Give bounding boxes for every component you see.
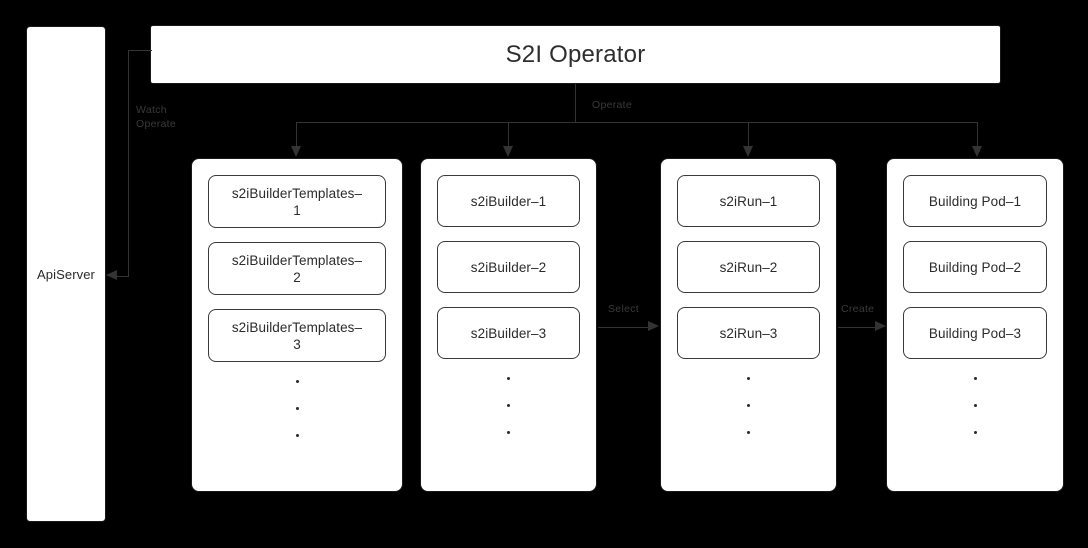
ellipsis-dot <box>973 431 977 434</box>
list-item[interactable]: s2iRun–3 <box>677 307 820 359</box>
node-apiserver[interactable]: ApiServer <box>26 26 106 522</box>
ellipsis-pods <box>903 377 1047 434</box>
item-label: s2iRun–2 <box>719 259 778 275</box>
column-s2irun[interactable]: s2iRun–1 s2iRun–2 s2iRun–3 <box>660 158 837 492</box>
item-label: s2iBuilderTemplates–3 <box>231 319 363 352</box>
ellipsis-dot <box>507 404 510 407</box>
edge-label-watch-operate: Watch Operate <box>136 103 176 131</box>
ellipsis-dot <box>747 404 750 407</box>
edge-select-line <box>598 327 649 328</box>
arrowhead-to-templates-column <box>291 146 301 157</box>
ellipsis-dot <box>973 377 977 380</box>
arrowhead-to-pods-column <box>972 146 982 157</box>
item-label: s2iBuilder–2 <box>470 259 547 275</box>
edge-label-watch: Watch <box>136 104 167 116</box>
arrowhead-select <box>648 321 659 331</box>
ellipsis-builders <box>437 377 580 434</box>
list-item[interactable]: s2iRun–1 <box>677 175 820 227</box>
column-items-pods: Building Pod–1 Building Pod–2 Building P… <box>903 175 1047 359</box>
edge-watch-operate-top-segment <box>128 50 152 51</box>
edge-operate-branch-1 <box>296 122 297 147</box>
item-label: s2iBuilder–3 <box>470 325 547 341</box>
column-items-runs: s2iRun–1 s2iRun–2 s2iRun–3 <box>677 175 820 359</box>
node-s2i-operator[interactable]: S2I Operator <box>150 25 1001 84</box>
ellipsis-dot <box>973 404 977 407</box>
edge-label-select: Select <box>608 303 639 315</box>
ellipsis-runs <box>677 377 820 434</box>
item-label: Building Pod–3 <box>928 325 1022 341</box>
list-item[interactable]: Building Pod–3 <box>903 307 1047 359</box>
list-item[interactable]: s2iBuilderTemplates–2 <box>208 242 386 295</box>
arrowhead-into-apiserver <box>106 270 117 280</box>
item-label: s2iRun–1 <box>719 193 778 209</box>
ellipsis-templates <box>208 380 386 437</box>
arrowhead-to-builders-column <box>503 146 513 157</box>
list-item[interactable]: Building Pod–1 <box>903 175 1047 227</box>
edge-create-line <box>838 327 876 328</box>
list-item[interactable]: s2iBuilderTemplates–1 <box>208 175 386 228</box>
list-item[interactable]: s2iBuilder–2 <box>437 241 580 293</box>
item-label: s2iBuilderTemplates–2 <box>231 252 363 285</box>
ellipsis-dot <box>507 377 510 380</box>
ellipsis-dot <box>507 431 510 434</box>
edge-label-operate-top: Operate <box>592 99 633 111</box>
ellipsis-dot <box>295 407 299 410</box>
ellipsis-dot <box>747 431 750 434</box>
edge-watch-operate-vertical <box>128 50 129 276</box>
list-item[interactable]: s2iRun–2 <box>677 241 820 293</box>
arrowhead-create <box>875 321 886 331</box>
edge-label-create: Create <box>841 303 875 315</box>
list-item[interactable]: s2iBuilder–1 <box>437 175 580 227</box>
column-s2ibuilder[interactable]: s2iBuilder–1 s2iBuilder–2 s2iBuilder–3 <box>420 158 597 492</box>
item-label: s2iRun–3 <box>719 325 778 341</box>
edge-operate-drop <box>575 84 576 122</box>
apiserver-label: ApiServer <box>37 266 95 282</box>
list-item[interactable]: Building Pod–2 <box>903 241 1047 293</box>
edge-operate-branch-2 <box>508 122 509 147</box>
edge-label-operate-left: Operate <box>136 118 177 130</box>
list-item[interactable]: s2iBuilder–3 <box>437 307 580 359</box>
ellipsis-dot <box>295 434 299 437</box>
column-items-builders: s2iBuilder–1 s2iBuilder–2 s2iBuilder–3 <box>437 175 580 359</box>
operator-title: S2I Operator <box>505 40 646 68</box>
arrowhead-to-runs-column <box>743 146 753 157</box>
column-building-pod[interactable]: Building Pod–1 Building Pod–2 Building P… <box>886 158 1064 492</box>
edge-watch-operate-bottom-segment <box>116 276 129 277</box>
edge-operate-branch-4 <box>977 122 978 147</box>
item-label: Building Pod–1 <box>928 193 1022 209</box>
list-item[interactable]: s2iBuilderTemplates–3 <box>208 309 386 362</box>
item-label: s2iBuilder–1 <box>470 193 547 209</box>
edge-operate-branch-3 <box>748 122 749 147</box>
item-label: s2iBuilderTemplates–1 <box>231 185 363 218</box>
ellipsis-dot <box>295 380 299 383</box>
column-s2ibuildertemplates[interactable]: s2iBuilderTemplates–1 s2iBuilderTemplate… <box>191 158 403 492</box>
item-label: Building Pod–2 <box>928 259 1022 275</box>
ellipsis-dot <box>747 377 750 380</box>
edge-operate-bus <box>296 122 978 123</box>
column-items-templates: s2iBuilderTemplates–1 s2iBuilderTemplate… <box>208 175 386 362</box>
